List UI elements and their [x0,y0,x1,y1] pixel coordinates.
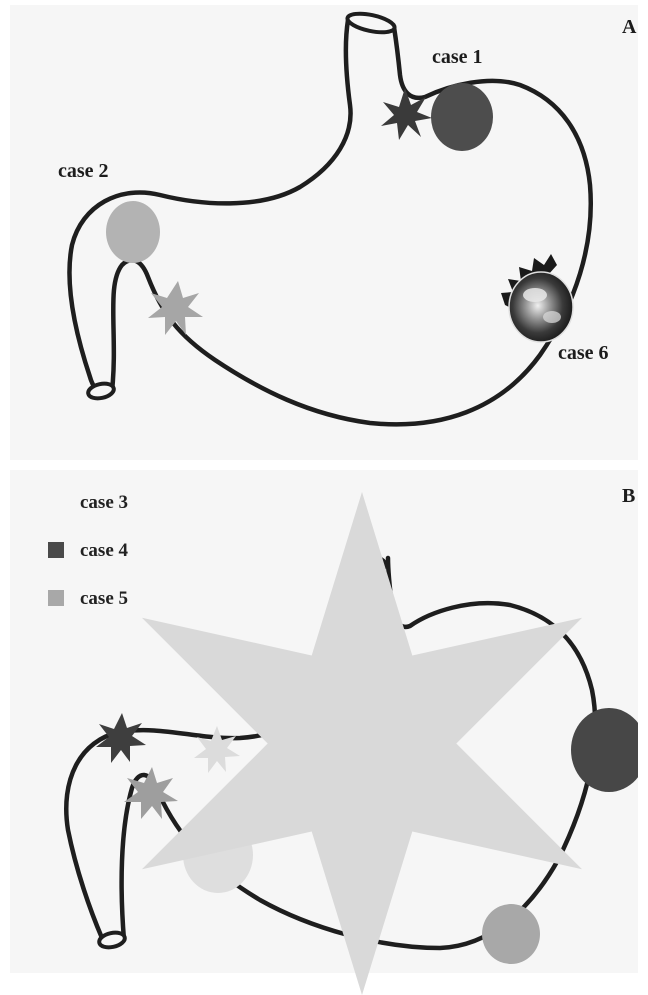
legend-swatch-case3 [48,494,64,510]
case2-lesion-circle [106,201,160,263]
case6-highlight [523,288,547,302]
case1-label: case 1 [432,47,483,67]
case2-label: case 2 [58,161,109,181]
panel-letter-a: A [622,17,636,37]
stomach-diagram-a [10,5,638,460]
legend-swatch-case5 [48,590,64,606]
legend-item-case4: case 4 [48,540,128,560]
case1-lesion-circle [431,83,493,151]
panel-b: B case 3 case 4 case 5 [10,470,638,973]
legend-label-case5: case 5 [80,589,128,608]
legend-label-case4: case 4 [80,541,128,560]
case6-lesion-circle [509,272,573,342]
case6-label: case 6 [558,343,609,363]
legend-item-case3: case 3 [48,492,128,512]
star-icon [48,492,648,995]
esophagus-opening-a [346,10,396,36]
legend-swatch-case4 [48,542,64,558]
case6-highlight-2 [543,311,561,323]
panel-a: A case 1 case 2 case 6 [10,5,638,460]
legend-item-case5: case 5 [48,588,128,608]
